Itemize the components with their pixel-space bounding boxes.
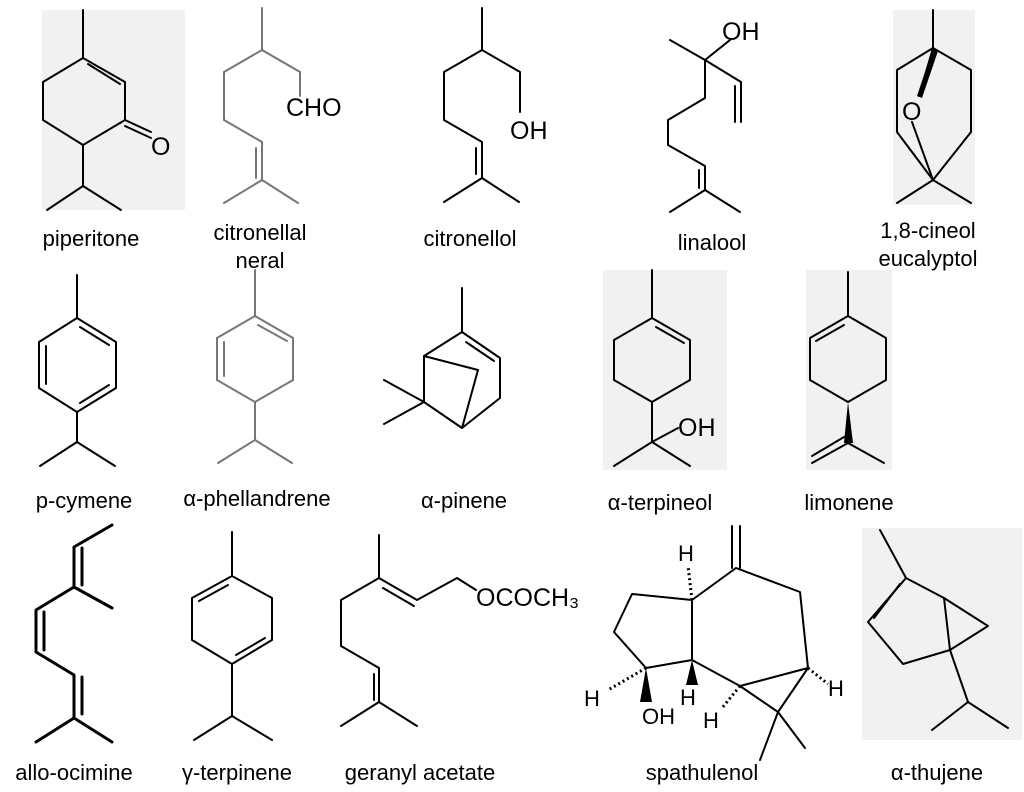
molecule-alpha-terpineol: OH α-terpineol: [603, 269, 727, 515]
ring-bonds: [216, 269, 294, 404]
double-bonds: [223, 324, 288, 377]
molecule-spathulenol: H H H H H OH spathulenol: [584, 525, 844, 785]
h-hash-top: [686, 565, 694, 601]
molecule-alpha-pinene: α-pinene: [383, 287, 507, 513]
molecule-linalool: OH linalool: [667, 18, 760, 255]
double-bond: [465, 341, 495, 362]
double-bonds: [373, 587, 415, 701]
atom-label-h: H: [828, 676, 844, 701]
compound-name: α-terpineol: [608, 490, 712, 515]
double-bond: [87, 63, 121, 85]
ring-bonds: [809, 271, 887, 403]
chain-bonds: [223, 7, 301, 204]
isopropyl-bonds: [193, 663, 273, 741]
exocyclic-methylene: [731, 525, 741, 569]
isopropyl-bonds: [931, 649, 1009, 731]
compound-name: α-thujene: [891, 760, 983, 785]
structure-background: [603, 270, 727, 470]
chain-bonds: [667, 39, 742, 213]
double-bond: [815, 324, 845, 342]
compound-name: α-phellandrene: [183, 486, 330, 511]
compound-name: allo-ocimine: [15, 760, 132, 785]
atom-label: CHO: [286, 94, 342, 122]
compound-name: citronellol: [424, 226, 517, 251]
ring-bonds: [423, 287, 501, 429]
atom-label: OH: [678, 414, 716, 442]
hydroxyl-wedge: [640, 668, 652, 702]
atom-label-h: H: [703, 708, 719, 733]
ring-bonds: [42, 9, 126, 146]
compound-name: γ-terpinene: [182, 760, 292, 785]
molecule-citronellol: OH citronellol: [424, 7, 548, 251]
carbonyl-bond: [124, 119, 152, 139]
h-hash-right: [807, 666, 829, 686]
molecule-gamma-terpinene: γ-terpinene: [182, 531, 292, 785]
molecule-allo-ocimine: allo-ocimine: [15, 523, 133, 785]
atom-label-h: H: [680, 685, 696, 710]
double-bond: [873, 583, 901, 619]
compound-name: linalool: [678, 230, 747, 255]
isopropyl-bonds: [39, 411, 116, 467]
molecule-p-cymene: p-cymene: [36, 274, 133, 513]
atom-label: OCOCH₃: [476, 584, 579, 612]
chain-bonds: [443, 7, 521, 203]
chain-bonds: [340, 534, 477, 727]
compound-name: piperitone: [43, 226, 140, 251]
structure-background: [42, 10, 185, 210]
compound-name: p-cymene: [36, 488, 133, 513]
double-bonds: [198, 584, 266, 656]
substituent-bonds: [613, 401, 691, 467]
molecule-piperitone: O piperitone: [42, 9, 185, 251]
molecule-cineol: O 1,8-cineol eucalyptol: [878, 9, 978, 271]
compound-name: citronellal: [214, 220, 307, 245]
molecule-citronellal: CHO citronellal neral: [214, 7, 342, 273]
seven-ring-bonds: [691, 567, 809, 687]
molecule-geranyl-acetate: OCOCH₃ geranyl acetate: [340, 534, 579, 785]
structure-background: [862, 528, 1022, 740]
compound-name: limonene: [804, 490, 893, 515]
h-wedge: [686, 660, 698, 685]
cage-bonds: [896, 9, 972, 204]
compound-name-alt: neral: [236, 248, 285, 273]
h-hash-bottom: [720, 685, 742, 709]
compound-name: α-pinene: [421, 488, 507, 513]
molecule-limonene: limonene: [804, 270, 894, 515]
double-bonds: [42, 546, 84, 716]
molecule-alpha-phellandrene: α-phellandrene: [183, 269, 331, 511]
atom-label: O: [151, 133, 170, 161]
h-hash-left: [607, 666, 647, 692]
atom-label-h: H: [678, 541, 694, 566]
compound-name: spathulenol: [646, 760, 759, 785]
five-ring-bonds: [613, 593, 693, 669]
gem-dimethyl-bonds: [383, 379, 425, 425]
ring-bonds: [613, 269, 691, 403]
atom-label: OH: [722, 18, 760, 46]
wedge-bond: [917, 48, 938, 98]
aromatic-bonds: [45, 326, 110, 404]
isopropyl-bonds: [46, 144, 122, 211]
atom-label: OH: [510, 117, 548, 145]
ring-bonds: [38, 274, 117, 413]
chain-bonds: [34, 523, 114, 744]
wedge-bond: [844, 402, 853, 443]
cyclopropane-bonds: [943, 597, 989, 651]
cyclopropane-bonds: [739, 667, 809, 761]
compound-name-alt: eucalyptol: [878, 246, 977, 271]
atom-label-oh: OH: [642, 704, 675, 729]
ring-bonds: [191, 531, 273, 665]
atom-label: O: [902, 98, 921, 126]
molecule-alpha-thujene: α-thujene: [862, 528, 1022, 785]
atom-label-h: H: [584, 686, 600, 711]
bridge-bonds: [423, 355, 479, 429]
double-bond: [655, 326, 685, 344]
isopropyl-bonds: [217, 401, 293, 464]
isopropenyl-bonds: [811, 436, 885, 464]
compound-name: geranyl acetate: [345, 760, 495, 785]
compound-name: 1,8-cineol: [880, 218, 975, 243]
